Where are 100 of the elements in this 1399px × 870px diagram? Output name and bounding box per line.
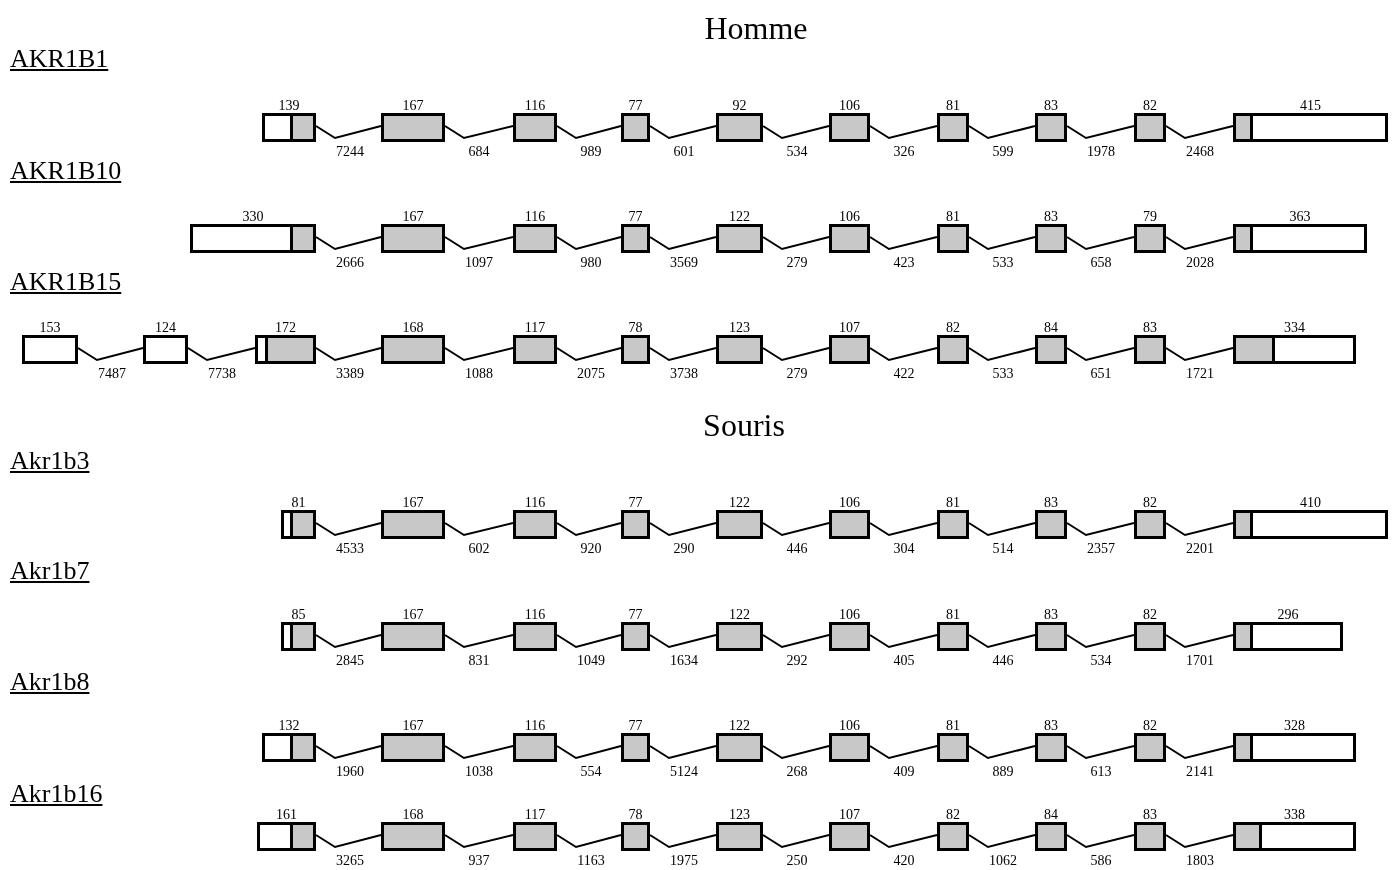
intron-length-label: 920 — [580, 541, 602, 557]
intron-length-label: 684 — [468, 144, 490, 160]
exon-length-label: 122 — [729, 209, 750, 225]
intron-length-label: 1701 — [1186, 653, 1214, 669]
exon-length-label: 77 — [628, 209, 643, 225]
intron-line — [968, 834, 1036, 849]
intron-line — [762, 834, 830, 849]
intron-length-label: 250 — [786, 853, 808, 869]
exon-length-label: 83 — [1044, 718, 1058, 734]
intron-line — [1165, 125, 1234, 140]
intron-line — [649, 834, 717, 849]
intron-length-label: 290 — [673, 541, 695, 557]
intron-line — [649, 347, 717, 362]
intron-line — [968, 522, 1036, 537]
exon-length-label: 338 — [1284, 807, 1305, 823]
intron-line — [1066, 347, 1135, 362]
exon-length-label: 82 — [1143, 607, 1157, 623]
exon-length-label: 81 — [946, 718, 960, 734]
intron-length-label: 1097 — [465, 255, 493, 271]
intron-length-label: 409 — [893, 764, 915, 780]
exon-length-label: 139 — [278, 98, 300, 114]
gene-name: AKR1B10 — [10, 156, 122, 186]
exon-length-label: 167 — [402, 98, 424, 114]
intron-length-label: 5124 — [670, 764, 698, 780]
exon-length-label: 77 — [628, 98, 643, 114]
intron-length-label: 1634 — [670, 653, 698, 669]
intron-line — [1066, 834, 1135, 849]
intron-length-label: 2201 — [1186, 541, 1214, 557]
intron-length-label: 1721 — [1186, 366, 1214, 382]
exon-length-label: 106 — [839, 607, 860, 623]
intron-length-label: 2075 — [577, 366, 605, 382]
exon-length-label: 123 — [729, 320, 750, 336]
intron-line — [1066, 125, 1135, 140]
intron-length-label: 3389 — [336, 366, 364, 382]
intron-line — [649, 236, 717, 251]
intron-length-label: 989 — [580, 144, 602, 160]
exon-length-label: 153 — [39, 320, 61, 336]
intron-line — [315, 834, 382, 849]
exon-length-label: 116 — [524, 98, 546, 114]
exon-length-label: 334 — [1284, 320, 1305, 336]
intron-line — [649, 125, 717, 140]
intron-length-label: 2845 — [336, 653, 364, 669]
intron-line — [556, 834, 622, 849]
intron-length-label: 268 — [786, 764, 808, 780]
exon-length-label: 116 — [524, 718, 546, 734]
exon-length-label: 106 — [839, 495, 860, 511]
intron-line — [1165, 236, 1234, 251]
intron-length-label: 1978 — [1087, 144, 1115, 160]
intron-line — [556, 634, 622, 649]
exon-length-label: 81 — [946, 607, 960, 623]
exon-length-label: 363 — [1289, 209, 1311, 225]
intron-length-label: 422 — [893, 366, 915, 382]
intron-line — [1165, 745, 1234, 760]
intron-line — [762, 522, 830, 537]
intron-length-label: 937 — [468, 853, 490, 869]
intron-line — [77, 347, 144, 362]
intron-length-label: 326 — [893, 144, 915, 160]
intron-line — [869, 834, 938, 849]
intron-length-label: 405 — [893, 653, 915, 669]
intron-line — [444, 634, 514, 649]
intron-line — [444, 834, 514, 849]
gene-name: Akr1b8 — [10, 667, 90, 697]
intron-line — [315, 347, 382, 362]
exon-length-label: 81 — [946, 495, 960, 511]
gene-name: AKR1B15 — [10, 267, 122, 297]
intron-length-label: 831 — [468, 653, 490, 669]
intron-length-label: 7738 — [208, 366, 236, 382]
exon-length-label: 296 — [1277, 607, 1299, 623]
exon-length-label: 106 — [839, 718, 860, 734]
exon-length-label: 122 — [729, 607, 750, 623]
exon-length-label: 410 — [1300, 495, 1321, 511]
intron-line — [315, 634, 382, 649]
exon-length-label: 106 — [839, 209, 860, 225]
exon-length-label: 330 — [242, 209, 264, 225]
intron-line — [556, 347, 622, 362]
exon-length-label: 83 — [1044, 209, 1058, 225]
exon-length-label: 107 — [839, 320, 860, 336]
intron-line — [968, 236, 1036, 251]
intron-line — [762, 125, 830, 140]
intron-length-label: 420 — [893, 853, 915, 869]
exon-length-label: 77 — [628, 607, 643, 623]
intron-length-label: 2666 — [336, 255, 364, 271]
intron-line — [869, 347, 938, 362]
exon-length-label: 77 — [628, 495, 643, 511]
intron-line — [444, 236, 514, 251]
section-heading: Homme — [704, 10, 808, 46]
intron-length-label: 601 — [673, 144, 695, 160]
exon-length-label: 167 — [402, 495, 424, 511]
exon-length-label: 123 — [729, 807, 750, 823]
exon-length-label: 82 — [946, 807, 960, 823]
intron-length-label: 1960 — [336, 764, 364, 780]
intron-line — [1165, 834, 1234, 849]
exon-length-label: 124 — [155, 320, 176, 336]
intron-length-label: 599 — [992, 144, 1014, 160]
intron-length-label: 3569 — [670, 255, 698, 271]
intron-length-label: 889 — [992, 764, 1014, 780]
gene-name: Akr1b16 — [10, 779, 103, 809]
intron-line — [444, 522, 514, 537]
intron-length-label: 279 — [786, 255, 808, 271]
exon-length-label: 85 — [291, 607, 306, 623]
